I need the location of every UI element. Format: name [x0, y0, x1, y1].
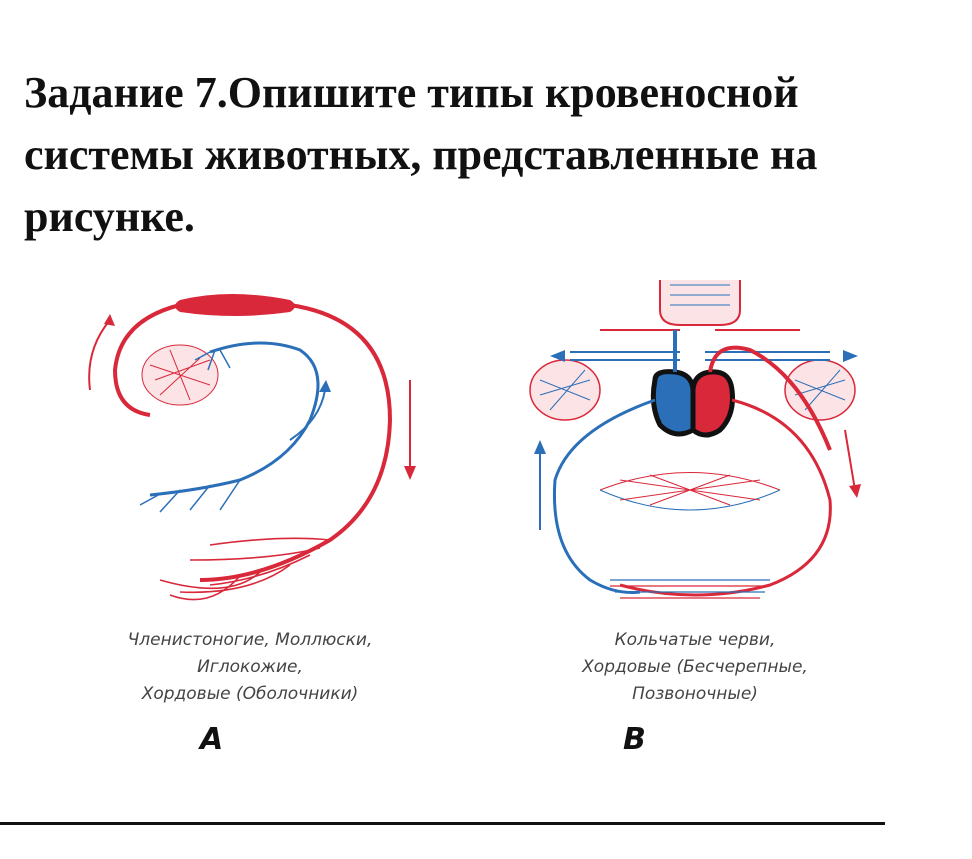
arterial-vessel-a-left — [112, 303, 181, 417]
aorta — [708, 345, 832, 451]
caption-a: Членистоногие, Моллюски, Иглокожие, Хорд… — [40, 627, 460, 708]
caption-b-line-1: Кольчатые черви, — [614, 630, 776, 650]
caption-a-line-2: Иглокожие, — [197, 657, 303, 677]
flow-arrowhead-a-venous — [319, 380, 331, 392]
figure-letter-a: A — [200, 722, 224, 757]
lower-capillaries-a — [159, 537, 331, 601]
left-lung-capillaries — [539, 369, 591, 411]
open-circulation-diagram — [88, 294, 416, 601]
caption-b: Кольчатые черви, Хордовые (Бесчерепные, … — [495, 627, 895, 708]
pulmonary-vessels — [570, 351, 830, 361]
arterial-vessel-a — [199, 303, 393, 582]
lower-capillary-bed — [610, 579, 770, 599]
heart-b — [650, 369, 735, 438]
closed-circulation-diagram — [529, 280, 861, 599]
head-capillary-loop — [659, 280, 741, 326]
caption-b-line-3: Позвоночные) — [632, 684, 758, 704]
flow-arrowhead-b-left — [534, 440, 546, 454]
flow-arrowhead-a-left — [104, 314, 115, 326]
flow-arrowhead-b-right — [849, 484, 861, 498]
figure-letter-b: B — [623, 722, 646, 757]
flow-arrowhead-a-right — [404, 466, 416, 480]
caption-a-line-3: Хордовые (Оболочники) — [141, 684, 359, 704]
body-capillary-bed — [599, 472, 781, 511]
flow-arrow-a-venous — [289, 389, 326, 441]
head-capillaries — [670, 284, 730, 306]
right-lung-capillaries — [794, 369, 846, 411]
systemic-artery — [619, 398, 832, 597]
flow-arrow-b-right — [844, 429, 856, 491]
heart-shape-a — [175, 294, 295, 316]
caption-b-line-2: Хордовые (Бесчерепные, — [582, 657, 808, 677]
systemic-vein — [552, 398, 656, 594]
organ-capillaries-a — [141, 344, 219, 406]
flow-arrow-a-left — [88, 319, 111, 391]
venous-vessel-a — [149, 341, 320, 497]
answer-line — [0, 822, 885, 825]
caption-a-line-1: Членистоногие, Моллюски, — [127, 630, 373, 650]
venous-branches-a — [139, 349, 241, 513]
task-heading: Задание 7.Опишите типы кровеносной систе… — [24, 68, 818, 241]
pulmonary-arrowhead-right — [843, 350, 858, 362]
pulmonary-arrowhead-left — [550, 350, 565, 362]
